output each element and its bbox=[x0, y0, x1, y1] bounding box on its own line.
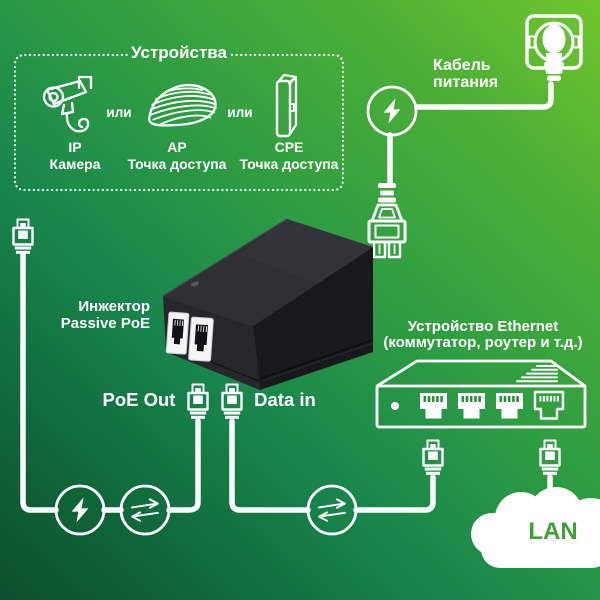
device-type: Камера bbox=[49, 155, 101, 172]
injector-port-data-in bbox=[188, 316, 214, 362]
devices-box-title: Устройства bbox=[131, 43, 227, 62]
ethernet-device-title-line2: (коммутатор, роутер и т.д.) bbox=[383, 333, 583, 351]
data-icon-circle-left bbox=[119, 484, 171, 536]
switch-port-4 bbox=[533, 390, 565, 420]
rj45-plug-icon bbox=[539, 439, 561, 476]
device-name: CPE bbox=[274, 139, 304, 155]
power-cable-label-line1: Кабель bbox=[433, 57, 491, 74]
rj45-plug-icon bbox=[12, 218, 34, 256]
switch-port-2 bbox=[458, 393, 485, 419]
cpe-icon bbox=[275, 73, 298, 138]
ethernet-device-title: Устройство Ethernet(коммутатор, роутер и… bbox=[358, 319, 600, 350]
poe-injector-device bbox=[162, 218, 374, 390]
switch-vents bbox=[516, 365, 558, 383]
power-cable-label-line2: питания bbox=[433, 73, 499, 91]
device-type: Точка доступа bbox=[127, 155, 227, 172]
lan-label: LAN bbox=[528, 518, 578, 545]
injector-label-line2: Passive PoE bbox=[60, 314, 150, 332]
injector-port-poe-out bbox=[165, 311, 190, 355]
poe-out-cable bbox=[20, 252, 201, 513]
access-point-icon bbox=[148, 83, 217, 127]
power-connector-icon bbox=[367, 183, 407, 259]
switch-port-3 bbox=[496, 393, 523, 419]
data-in-label: Data in bbox=[254, 389, 316, 410]
data-in-cable bbox=[229, 418, 436, 513]
device-type: Точка доступа bbox=[239, 155, 339, 172]
device-name: IP bbox=[68, 139, 82, 155]
switch-led bbox=[391, 402, 399, 410]
ethernet-switch-icon bbox=[375, 359, 587, 429]
rj45-plug-icon bbox=[422, 439, 444, 476]
device-name: AP bbox=[167, 139, 187, 155]
poe-out-label: PoE Out bbox=[102, 389, 176, 410]
power-cable bbox=[387, 81, 554, 187]
power-icon-circle bbox=[366, 85, 418, 137]
power-socket-icon bbox=[525, 14, 583, 81]
data-icon-circle-right bbox=[306, 484, 358, 536]
power-icon-circle-bottom bbox=[54, 484, 106, 536]
switch-port-1 bbox=[420, 393, 447, 419]
ethernet-device-title-line1: Устройство Ethernet bbox=[407, 318, 559, 335]
or-separator: или bbox=[106, 105, 132, 120]
injector-led bbox=[190, 281, 200, 287]
ip-camera-icon bbox=[42, 75, 93, 133]
or-separator: или bbox=[227, 105, 253, 120]
lan-cloud bbox=[471, 487, 600, 568]
injector-label-line1: Инжектор bbox=[78, 298, 150, 315]
